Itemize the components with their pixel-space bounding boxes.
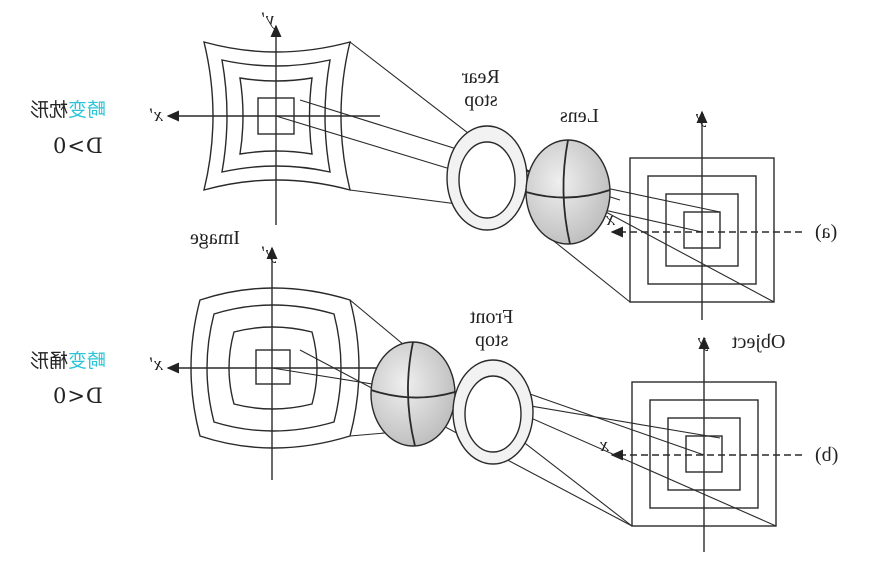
barrel-mid bbox=[206, 304, 342, 432]
pincushion-type-prefix: 枕形 bbox=[30, 99, 69, 121]
image-b-y-label: y' bbox=[262, 243, 275, 264]
pincushion-core bbox=[257, 97, 295, 135]
front-stop-label: Front stop bbox=[470, 306, 513, 352]
rear-stop-label: Rear stop bbox=[462, 66, 500, 112]
panel-a-tag: (a) bbox=[815, 221, 838, 243]
barrel-type-prefix: 桶形 bbox=[30, 350, 69, 372]
pincushion-type-label: 畸变枕形 bbox=[30, 99, 107, 121]
rear-stop-line-2: stop bbox=[464, 89, 498, 111]
image-a-x-label: x' bbox=[150, 105, 163, 126]
barrel-core bbox=[255, 349, 291, 385]
barrel-condition: D<0 bbox=[52, 384, 103, 408]
panel-b-tag: (b) bbox=[815, 444, 839, 466]
object-b-x-label: x bbox=[600, 435, 609, 456]
barrel-type-highlight: 畸变 bbox=[68, 350, 107, 372]
pincushion-type-highlight: 畸变 bbox=[68, 99, 107, 121]
barrel-type-label: 畸变桶形 bbox=[30, 350, 107, 372]
pincushion-mid bbox=[221, 59, 331, 173]
front-stop-line-1: Front bbox=[470, 306, 514, 328]
pincushion-condition: D>0 bbox=[52, 134, 103, 158]
image-a-y-label: y' bbox=[262, 9, 275, 30]
pincushion-inner bbox=[239, 77, 313, 155]
lens-label: Lens bbox=[560, 105, 599, 127]
object-label: Object bbox=[732, 331, 786, 353]
image-label: Image bbox=[190, 227, 240, 249]
image-b-x-label: x' bbox=[150, 354, 163, 375]
rear-stop-line-1: Rear bbox=[462, 66, 500, 88]
object-b-y-label: y bbox=[698, 331, 707, 352]
object-a-x-label: x bbox=[606, 209, 615, 230]
front-stop-line-2: stop bbox=[475, 329, 509, 351]
lens-a bbox=[525, 139, 611, 245]
object-a-y-label: y bbox=[696, 107, 705, 128]
rear-stop-ring-inner bbox=[458, 141, 516, 219]
front-stop-ring-inner bbox=[464, 375, 522, 453]
barrel-inner bbox=[228, 326, 318, 410]
